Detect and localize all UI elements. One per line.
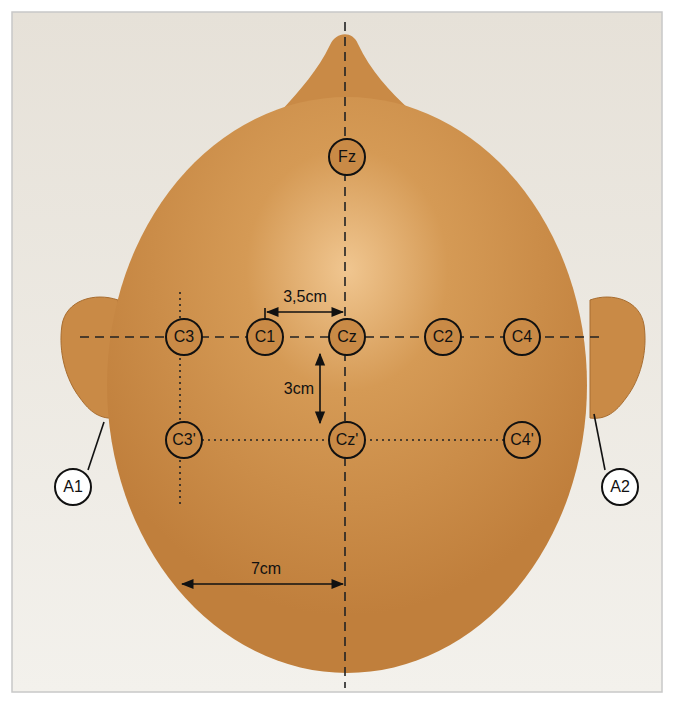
electrode-label: C3 — [174, 329, 194, 345]
electrode-label: A2 — [610, 479, 630, 495]
electrode-label: C2 — [433, 329, 453, 345]
electrode-circle: C2 — [424, 318, 462, 356]
electrode-label: C3' — [172, 432, 196, 448]
electrode-circle: C4 — [503, 318, 541, 356]
electrode-circle: Cz — [328, 318, 366, 356]
electrode-circle: Cz' — [328, 421, 366, 459]
dimension-label: 7cm — [251, 560, 281, 578]
electrode-circle: C3' — [165, 421, 203, 459]
electrode-label: C4' — [510, 432, 534, 448]
electrode-label: Cz' — [336, 432, 359, 448]
electrode-label: C4 — [512, 329, 532, 345]
dimension-arrow — [319, 354, 321, 423]
electrode-circle: C1 — [246, 318, 284, 356]
dimension-label: 3,5cm — [283, 288, 327, 306]
electrode-circle: A1 — [54, 468, 92, 506]
electrode-circle: C4' — [503, 421, 541, 459]
electrode-circle: C3 — [165, 318, 203, 356]
electrode-label: Cz — [337, 329, 357, 345]
electrode-label: Fz — [338, 149, 356, 165]
electrode-circle: Fz — [328, 138, 366, 176]
electrode-label: A1 — [63, 479, 83, 495]
electrode-circle: A2 — [601, 468, 639, 506]
dimension-label: 3cm — [284, 380, 314, 398]
electrode-label: C1 — [255, 329, 275, 345]
